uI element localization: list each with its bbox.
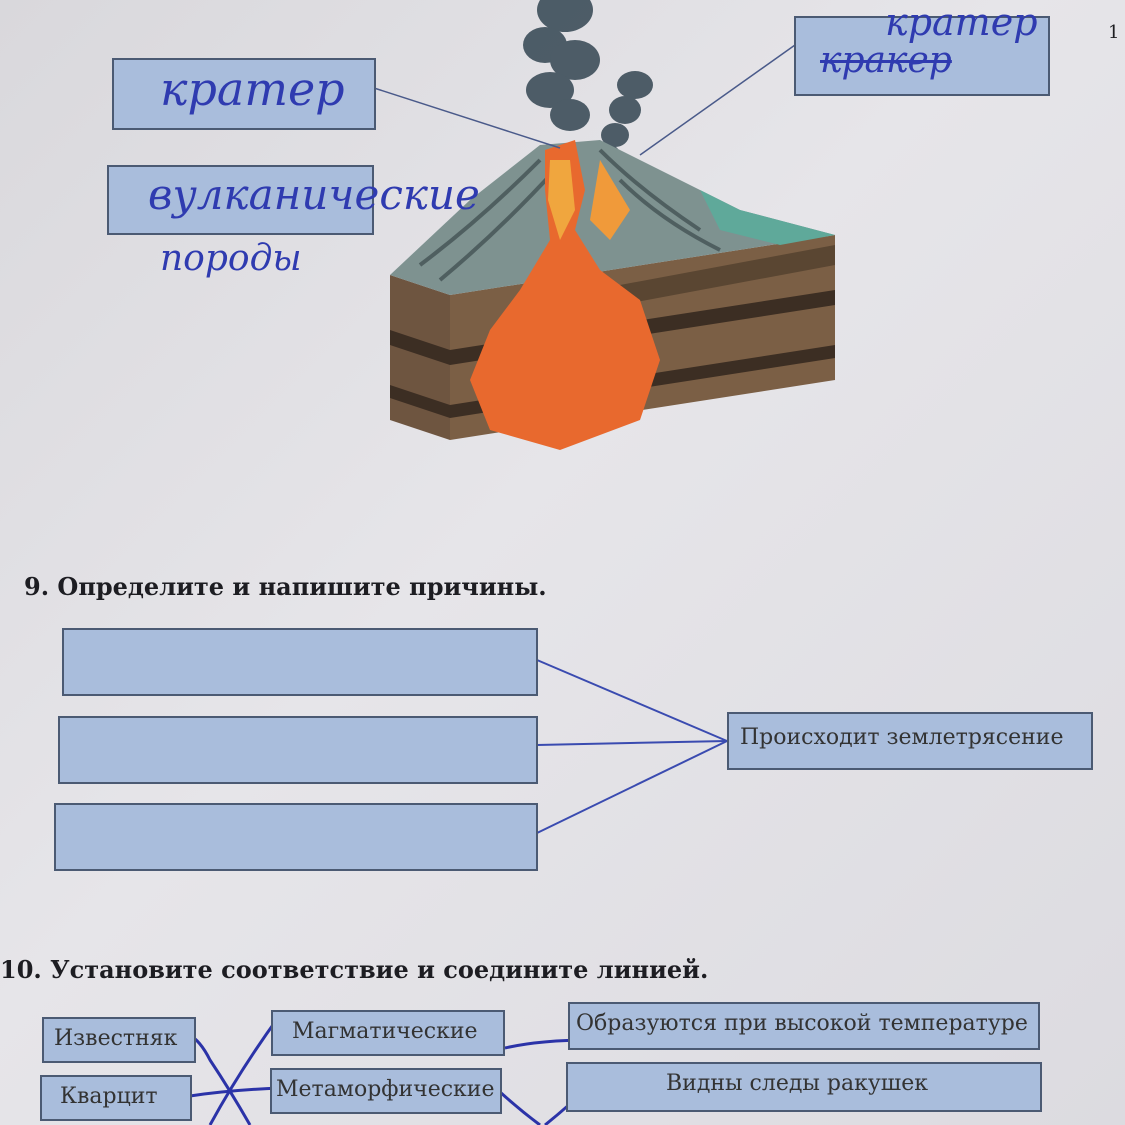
label-box-crater-left — [112, 58, 376, 130]
task10-col3-item-2[interactable] — [566, 1062, 1042, 1112]
handwritten-crater-right: кратер — [885, 0, 1038, 44]
task10-col3-label-1: Образуются при высокой температуре — [576, 1011, 1028, 1036]
handwritten-volcanic: вулканические — [148, 170, 480, 219]
task9-answer-box-3[interactable] — [54, 803, 538, 871]
leader-lines — [373, 44, 796, 156]
task10-col1-item-1[interactable] — [42, 1017, 196, 1063]
handwritten-crater-left: кратер — [160, 62, 345, 116]
label-box-rocks — [107, 165, 374, 235]
task10-col1-label-1: Известняк — [54, 1026, 178, 1051]
handwritten-rocks: породы — [160, 238, 302, 279]
task10-col1-item-2[interactable] — [40, 1075, 192, 1121]
task9-connectors — [536, 659, 728, 834]
task10-heading: 10. Установите соответствие и соедините … — [0, 955, 709, 984]
task9-result-box — [727, 712, 1093, 770]
task9-answer-box-2[interactable] — [58, 716, 538, 784]
task10-col2-label-1: Магматические — [292, 1019, 478, 1044]
task9-answer-box-1[interactable] — [62, 628, 538, 696]
task9-result-text: Происходит землетрясение — [740, 725, 1064, 750]
label-box-crater-right — [794, 16, 1050, 96]
task10-col1-label-2: Кварцит — [60, 1084, 158, 1109]
task9-heading: 9. Определите и напишите причины. — [24, 572, 547, 601]
magma-chamber — [470, 140, 660, 450]
task10-col3-label-2: Видны следы ракушек — [666, 1071, 929, 1096]
page-number: 1 — [1108, 22, 1120, 43]
task10-col2-item-1[interactable] — [271, 1010, 505, 1056]
smoke-plume — [523, 0, 653, 165]
task10-col2-item-2[interactable] — [270, 1068, 502, 1114]
task10-col3-item-1[interactable] — [568, 1002, 1040, 1050]
task10-col2-label-2: Метаморфические — [276, 1077, 495, 1102]
handwritten-struck-word: кракер — [820, 40, 952, 81]
